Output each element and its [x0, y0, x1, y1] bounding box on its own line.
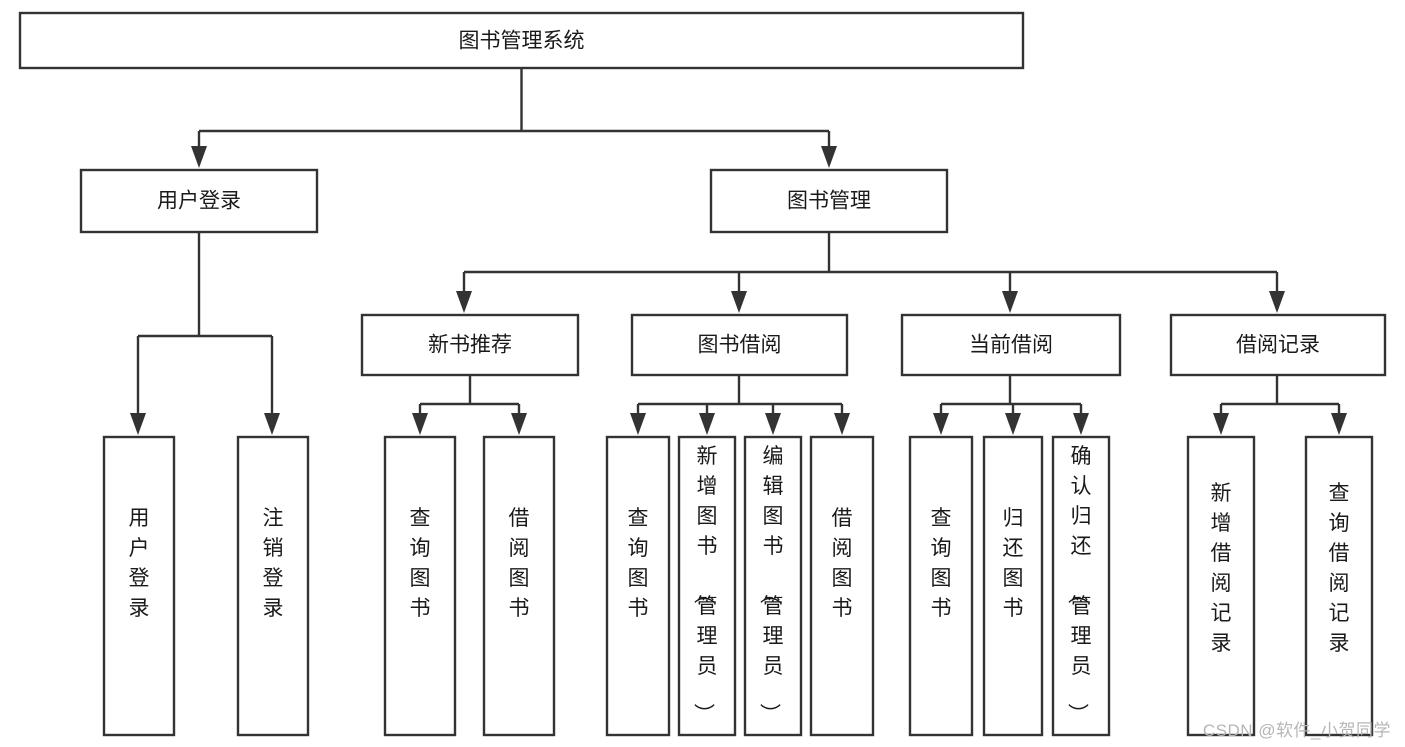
- arrow-head-user-login: [191, 146, 207, 168]
- arrow-head-leaf-add-book: [699, 413, 715, 435]
- connector-group-root: [191, 68, 837, 168]
- node-book-borrow[interactable]: 图书借阅: [630, 313, 849, 377]
- leaf-user-login-label: 用户登录: [129, 507, 150, 620]
- leaf-user-logout-box[interactable]: [236, 435, 310, 737]
- leaf-borrow-book-1-label: 借阅图书: [509, 507, 530, 620]
- node-user-login-box[interactable]: [79, 168, 319, 234]
- leaf-query-record[interactable]: 查询借阅记录: [1304, 435, 1374, 737]
- leaf-edit-book-label: 编辑图书（管理员）: [758, 445, 784, 724]
- node-root[interactable]: 图书管理系统: [18, 11, 1025, 70]
- node-current-borrow-box[interactable]: [900, 313, 1122, 377]
- arrow-head-leaf-borrow-book-1: [511, 413, 527, 435]
- leaf-query-book-3-box[interactable]: [908, 435, 974, 737]
- leaf-query-book-2-box[interactable]: [605, 435, 671, 737]
- arrow-head-leaf-confirm-return: [1073, 413, 1089, 435]
- leaf-edit-book[interactable]: 编辑图书（管理员）: [743, 435, 803, 737]
- leaf-add-record-box[interactable]: [1186, 435, 1256, 737]
- node-user-login[interactable]: 用户登录: [79, 168, 319, 234]
- leaf-user-logout-label: 注销登录: [263, 507, 284, 620]
- node-book-manage[interactable]: 图书管理: [709, 168, 949, 234]
- node-book-manage-box[interactable]: [709, 168, 949, 234]
- node-current-borrow[interactable]: 当前借阅: [900, 313, 1122, 377]
- leaf-add-book[interactable]: 新增图书（管理员）: [677, 435, 737, 737]
- leaf-confirm-return[interactable]: 确认归还（管理员）: [1051, 435, 1111, 737]
- connector-group-book-borrow: [630, 375, 850, 435]
- leaf-borrow-book-2[interactable]: 借阅图书: [809, 435, 875, 737]
- leaf-query-book-2-label: 查询图书: [628, 507, 649, 620]
- arrow-head-new-book-recommend: [456, 291, 472, 313]
- arrow-head-borrow-record: [1269, 291, 1285, 313]
- leaf-add-book-box[interactable]: [677, 435, 737, 737]
- node-book-borrow-label: 图书借阅: [698, 334, 782, 357]
- leaf-return-book-label: 归还图书: [1003, 507, 1024, 620]
- arrow-head-leaf-query-book-2: [630, 413, 646, 435]
- arrow-head-leaf-borrow-book-2: [834, 413, 850, 435]
- node-current-borrow-label: 当前借阅: [969, 334, 1053, 357]
- node-book-manage-label: 图书管理: [787, 190, 871, 213]
- node-root-box[interactable]: [18, 11, 1025, 70]
- leaf-borrow-book-2-label: 借阅图书: [832, 507, 853, 620]
- leaf-edit-book-box[interactable]: [743, 435, 803, 737]
- leaf-confirm-return-box[interactable]: [1051, 435, 1111, 737]
- connector-group-user-login: [130, 232, 280, 435]
- node-borrow-record-box[interactable]: [1169, 313, 1387, 377]
- leaf-user-login-box[interactable]: [102, 435, 176, 737]
- leaf-query-book-2[interactable]: 查询图书: [605, 435, 671, 737]
- leaf-borrow-book-1-box[interactable]: [482, 435, 556, 737]
- arrow-head-leaf-query-book-3: [933, 413, 949, 435]
- connector-group-new-book-recommend: [412, 375, 527, 435]
- leaf-borrow-book-1[interactable]: 借阅图书: [482, 435, 556, 737]
- arrow-head-leaf-query-book-1: [412, 413, 428, 435]
- leaf-query-book-1[interactable]: 查询图书: [383, 435, 457, 737]
- arrow-head-leaf-user-login: [130, 413, 146, 435]
- arrow-head-leaf-return-book: [1005, 413, 1021, 435]
- leaf-confirm-return-label: 确认归还（管理员）: [1066, 445, 1092, 724]
- leaf-query-book-3[interactable]: 查询图书: [908, 435, 974, 737]
- leaf-user-logout[interactable]: 注销登录: [236, 435, 310, 737]
- leaf-query-book-1-box[interactable]: [383, 435, 457, 737]
- leaf-return-book-box[interactable]: [982, 435, 1044, 737]
- leaf-add-record[interactable]: 新增借阅记录: [1186, 435, 1256, 737]
- connector-group-borrow-record: [1213, 375, 1347, 435]
- connector-group-current-borrow: [933, 375, 1089, 435]
- arrow-head-leaf-add-record: [1213, 413, 1229, 435]
- node-new-book-recommend-label: 新书推荐: [428, 334, 512, 357]
- leaf-user-login[interactable]: 用户登录: [102, 435, 176, 737]
- arrow-head-leaf-edit-book: [765, 413, 781, 435]
- csdn-watermark: CSDN @软件_小贺同学: [1202, 721, 1391, 740]
- node-new-book-recommend[interactable]: 新书推荐: [360, 313, 580, 377]
- connector-group-book-manage: [456, 232, 1285, 313]
- node-user-login-label: 用户登录: [157, 190, 241, 213]
- leaf-return-book[interactable]: 归还图书: [982, 435, 1044, 737]
- leaf-query-book-3-label: 查询图书: [931, 507, 952, 620]
- leaf-borrow-book-2-box[interactable]: [809, 435, 875, 737]
- node-borrow-record[interactable]: 借阅记录: [1169, 313, 1387, 377]
- leaf-add-book-label: 新增图书（管理员）: [692, 445, 718, 724]
- arrow-head-book-borrow: [731, 291, 747, 313]
- leaf-add-record-label: 新增借阅记录: [1211, 482, 1232, 655]
- arrow-head-book-manage: [821, 146, 837, 168]
- leaf-query-record-box[interactable]: [1304, 435, 1374, 737]
- leaf-query-book-1-label: 查询图书: [410, 507, 431, 620]
- node-new-book-recommend-box[interactable]: [360, 313, 580, 377]
- arrow-head-leaf-query-record: [1331, 413, 1347, 435]
- arrow-head-leaf-user-logout: [264, 413, 280, 435]
- leaf-query-record-label: 查询借阅记录: [1329, 482, 1350, 655]
- arrow-head-current-borrow: [1002, 291, 1018, 313]
- node-root-label: 图书管理系统: [459, 30, 585, 53]
- node-borrow-record-label: 借阅记录: [1236, 334, 1320, 357]
- node-book-borrow-box[interactable]: [630, 313, 849, 377]
